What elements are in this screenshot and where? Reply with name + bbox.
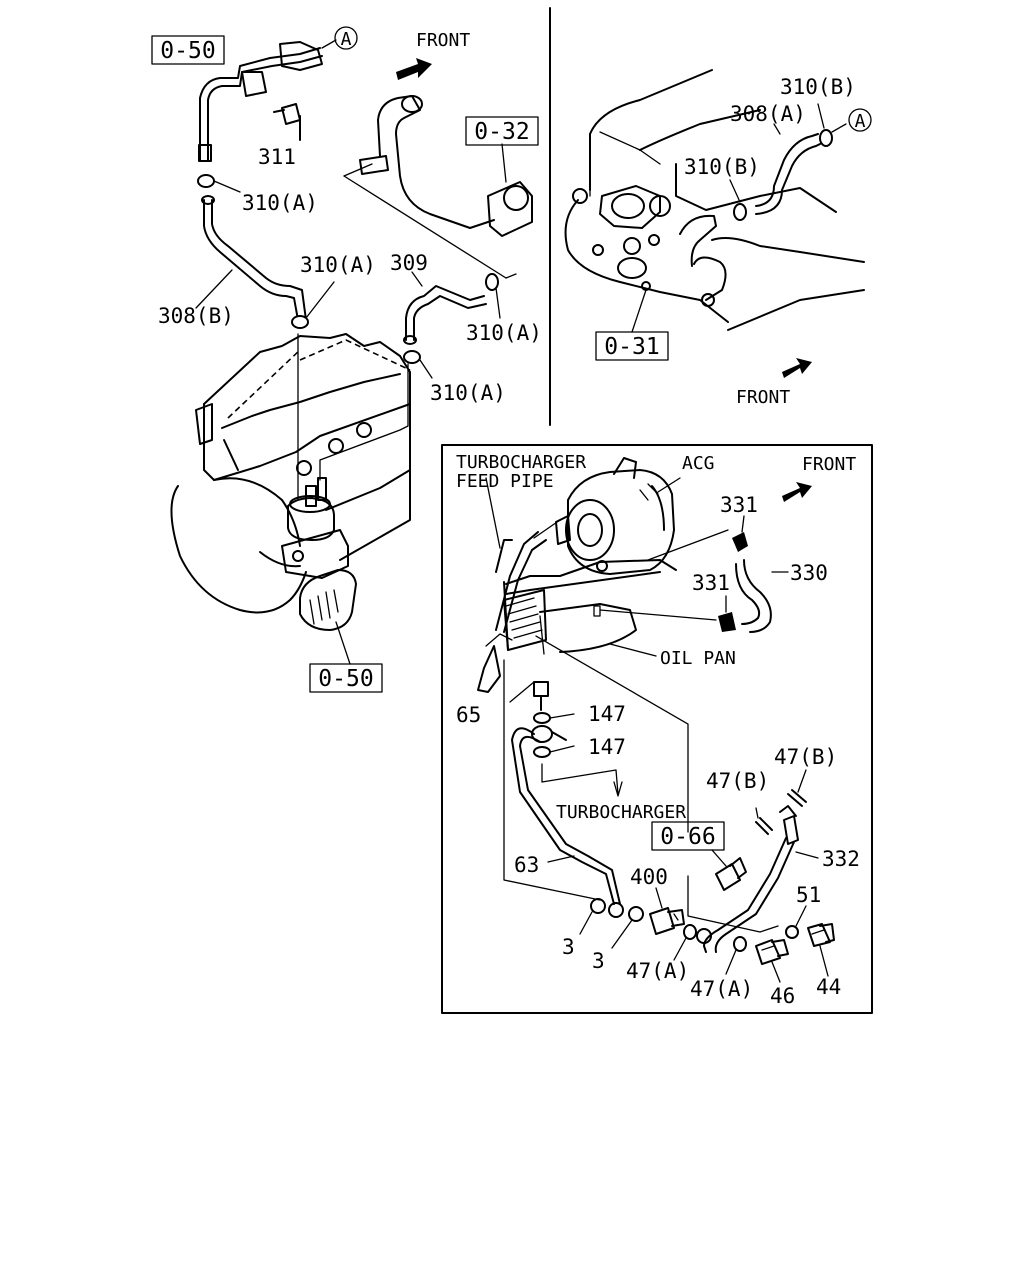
gasket-47b-right bbox=[787, 769, 807, 807]
label-310a-1: 310(A) bbox=[242, 191, 318, 215]
hose-330 bbox=[735, 559, 772, 633]
label-47b-1: 47(B) bbox=[774, 745, 837, 769]
thermostat-hose-0-50-bottom bbox=[299, 569, 357, 665]
label-3-1: 3 bbox=[562, 935, 575, 959]
clamp-310b-left bbox=[729, 179, 747, 221]
detail-inset-frame bbox=[441, 444, 873, 1014]
washer-3-right bbox=[628, 906, 644, 922]
label-332: 332 bbox=[822, 847, 860, 871]
ref-0-50-top[interactable]: 0-50 bbox=[160, 38, 215, 64]
ref-box-0-32 bbox=[465, 116, 539, 146]
label-331-2: 331 bbox=[692, 571, 730, 595]
oil-feed-pipe-63 bbox=[511, 727, 624, 918]
label-311: 311 bbox=[258, 145, 296, 169]
turbo-feed-pipe-upper bbox=[477, 531, 547, 693]
label-turbo-feed-1: TURBOCHARGER bbox=[456, 452, 586, 473]
front-arrow-right bbox=[782, 358, 812, 378]
label-44: 44 bbox=[816, 975, 841, 999]
gasket-47b-left bbox=[755, 807, 773, 835]
clamp-310b-right bbox=[817, 103, 847, 147]
label-310b-1: 310(B) bbox=[780, 75, 856, 99]
callout-a-top-circle bbox=[334, 26, 358, 50]
washer-47a-right bbox=[733, 936, 747, 952]
oil-return-pipe-332 bbox=[696, 805, 799, 953]
engine-front-right bbox=[564, 69, 865, 331]
label-330: 330 bbox=[790, 561, 828, 585]
bolt-65 bbox=[509, 681, 549, 711]
label-front-right: FRONT bbox=[736, 387, 790, 408]
ref-box-0-50-bottom bbox=[309, 663, 383, 693]
washer-147-lower bbox=[533, 745, 575, 758]
front-arrow-top bbox=[396, 58, 432, 80]
label-310b-2: 310(B) bbox=[684, 155, 760, 179]
thermostat-housing bbox=[281, 477, 349, 579]
clamp-331-upper bbox=[732, 515, 748, 552]
washer-3-left bbox=[590, 898, 606, 914]
ref-0-32[interactable]: 0-32 bbox=[474, 119, 529, 145]
label-oil-pan: OIL PAN bbox=[660, 648, 736, 669]
callout-a-top: A bbox=[341, 29, 352, 50]
water-outlet-0-32 bbox=[343, 95, 533, 279]
label-46: 46 bbox=[770, 984, 795, 1008]
bolt-46 bbox=[755, 939, 789, 983]
eye-fitting bbox=[531, 725, 567, 743]
label-308a: 308(A) bbox=[730, 102, 806, 126]
label-3-2: 3 bbox=[592, 949, 605, 973]
label-147-2: 147 bbox=[588, 735, 626, 759]
washer-51 bbox=[785, 925, 799, 939]
hose-308a bbox=[755, 133, 821, 215]
label-front-top: FRONT bbox=[416, 30, 470, 51]
union-fitting bbox=[711, 849, 747, 891]
front-arrow-inset bbox=[782, 482, 812, 502]
callout-a-right-circle bbox=[848, 108, 872, 132]
ref-box-0-66 bbox=[651, 821, 725, 851]
clamp-331-lower bbox=[718, 595, 736, 632]
bolt-44 bbox=[807, 923, 835, 977]
clamp-310a-mid bbox=[291, 281, 335, 329]
label-turbo-feed-2: FEED PIPE bbox=[456, 471, 554, 492]
clamp-310a-top bbox=[197, 174, 241, 193]
engine-block-left bbox=[170, 333, 411, 614]
label-51: 51 bbox=[796, 883, 821, 907]
label-47b-2: 47(B) bbox=[706, 769, 769, 793]
label-47a-1: 47(A) bbox=[626, 959, 689, 983]
bolt-311 bbox=[273, 103, 301, 141]
clamp-310a-right bbox=[485, 273, 501, 319]
label-310a-2: 310(A) bbox=[300, 253, 376, 277]
label-331-1: 331 bbox=[720, 493, 758, 517]
hose-309 bbox=[403, 271, 487, 345]
label-65: 65 bbox=[456, 703, 481, 727]
leader-309-to-housing bbox=[319, 363, 409, 481]
bolt-400 bbox=[649, 887, 685, 935]
label-310a-3: 310(A) bbox=[466, 321, 542, 345]
label-309: 309 bbox=[390, 251, 428, 275]
label-acg: ACG bbox=[682, 453, 715, 474]
oil-pan-and-bracket bbox=[495, 539, 677, 655]
upper-pipe-0-50 bbox=[198, 41, 323, 162]
ref-0-66[interactable]: 0-66 bbox=[660, 824, 715, 850]
hose-308b bbox=[195, 195, 307, 321]
callout-a-right: A bbox=[855, 111, 866, 132]
label-63: 63 bbox=[514, 853, 539, 877]
label-front-box: FRONT bbox=[802, 454, 856, 475]
label-turbocharger: TURBOCHARGER bbox=[556, 802, 686, 823]
label-400: 400 bbox=[630, 865, 668, 889]
label-308b: 308(B) bbox=[158, 304, 234, 328]
clamp-310a-lower bbox=[403, 350, 433, 379]
label-147-1: 147 bbox=[588, 702, 626, 726]
oil-filter-spring bbox=[503, 589, 547, 651]
ref-0-31[interactable]: 0-31 bbox=[604, 334, 659, 360]
washer-147-upper bbox=[533, 712, 575, 724]
label-47a-2: 47(A) bbox=[690, 977, 753, 1001]
ref-0-50-bottom[interactable]: 0-50 bbox=[318, 666, 373, 692]
ref-box-0-50-top bbox=[151, 35, 225, 65]
label-310a-4: 310(A) bbox=[430, 381, 506, 405]
washer-47a-left bbox=[683, 924, 697, 940]
